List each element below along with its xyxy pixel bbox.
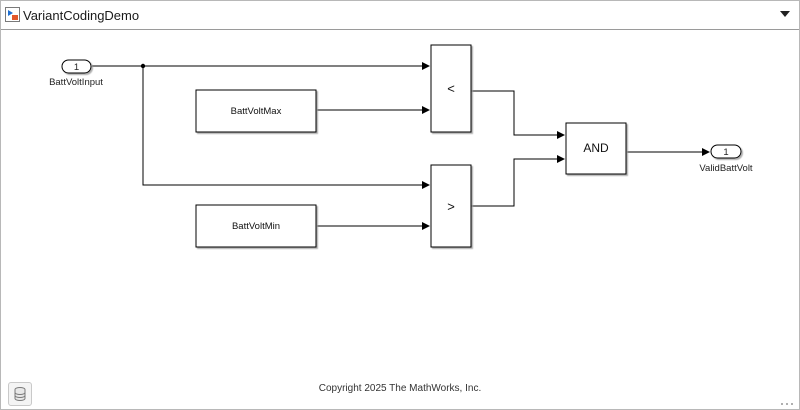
outport-block[interactable]: 1: [710, 144, 742, 159]
signal-line-input-branch-to-gt: [142, 66, 430, 189]
signal-line-gt-to-and: [471, 155, 565, 207]
outport-number: 1: [723, 147, 728, 158]
greater-than-operator: >: [447, 199, 455, 214]
constant-block-min[interactable]: BattVoltMin: [195, 204, 317, 248]
logical-and-block[interactable]: AND: [565, 122, 627, 175]
model-menu-dropdown[interactable]: [777, 6, 793, 22]
model-title: VariantCodingDemo: [23, 8, 140, 23]
relational-operator-less-than[interactable]: <: [430, 44, 472, 133]
chevron-down-icon: [780, 11, 790, 17]
constant-min-label: BattVoltMin: [232, 221, 280, 232]
and-operator: AND: [583, 141, 609, 155]
relational-operator-greater-than[interactable]: >: [430, 164, 472, 248]
branch-point: [140, 63, 146, 69]
database-icon: [14, 387, 26, 401]
model-data-button[interactable]: [8, 382, 32, 406]
less-than-operator: <: [447, 81, 455, 96]
inport-block[interactable]: 1: [61, 59, 92, 74]
inport-number: 1: [74, 62, 79, 73]
signal-lines: [92, 62, 710, 230]
signal-line-lt-to-and: [471, 90, 565, 139]
model-tab-bar: VariantCodingDemo: [1, 1, 799, 30]
copyright-text: Copyright 2025 The MathWorks, Inc.: [318, 383, 482, 394]
simulink-model-icon: [5, 7, 20, 22]
outport-label: ValidBattVolt: [699, 163, 753, 174]
constant-max-label: BattVoltMax: [231, 106, 282, 117]
inport-label: BattVoltInput: [49, 77, 103, 88]
block-diagram-canvas[interactable]: 1 BattVoltInput BattVoltMax BattVoltMin …: [1, 30, 799, 409]
constant-block-max[interactable]: BattVoltMax: [195, 89, 317, 133]
resize-grip-icon[interactable]: [779, 397, 797, 407]
